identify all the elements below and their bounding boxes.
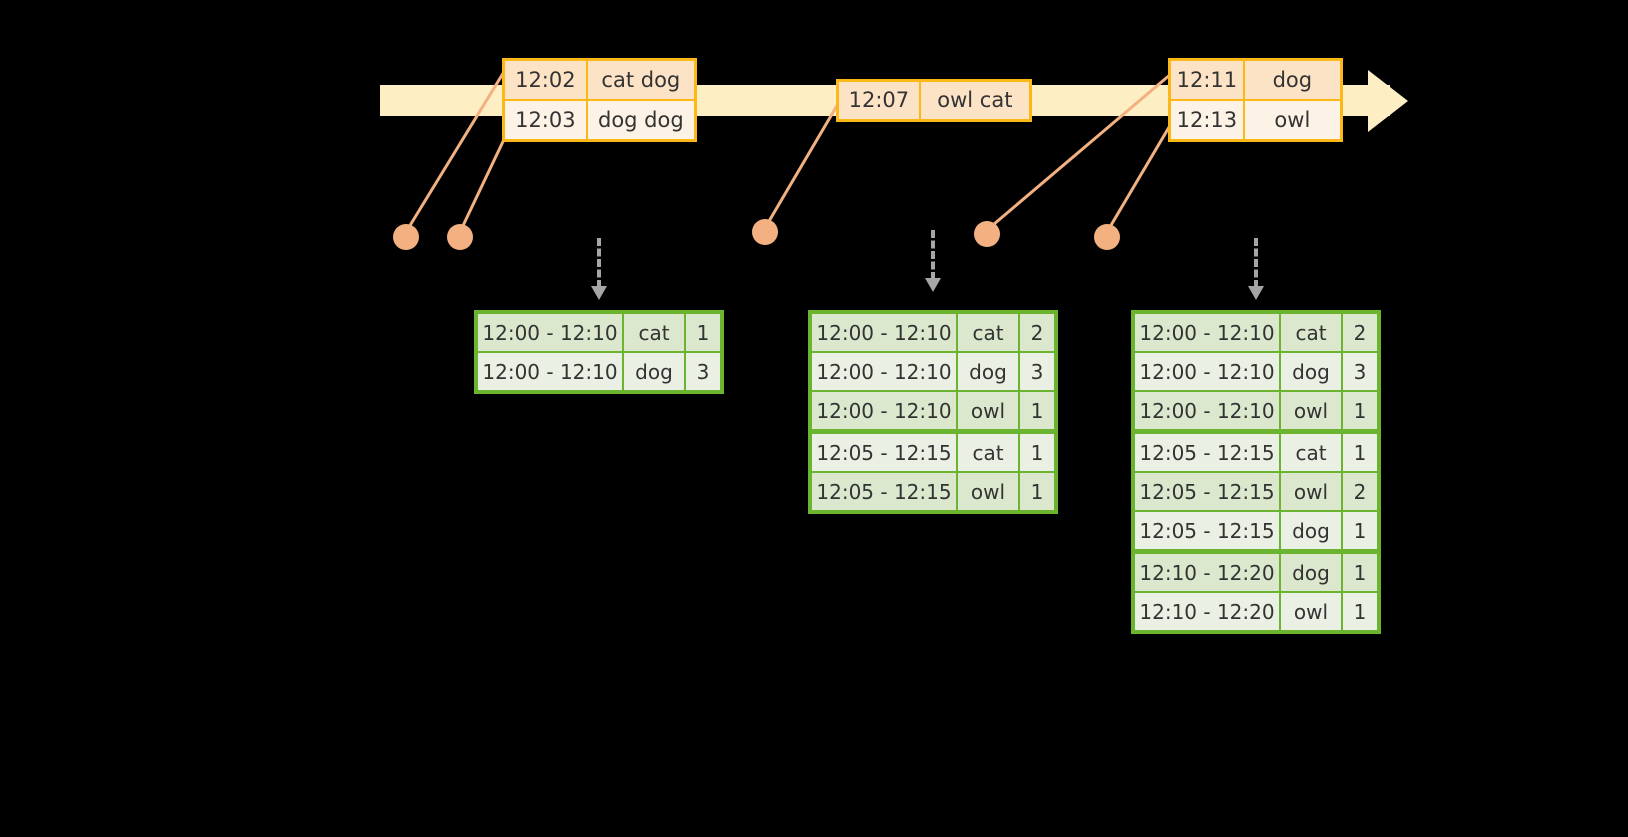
event-time: 12:03 [505, 101, 588, 139]
arrow-stem [1254, 238, 1258, 288]
event-box-3[interactable]: 12:11 dog 12:13 owl [1168, 58, 1343, 142]
window-cell: 12:00 - 12:10 [1135, 314, 1279, 351]
window-cell: 12:05 - 12:15 [1135, 473, 1279, 510]
window-cell: 12:00 - 12:10 [812, 314, 956, 351]
count-cell: 1 [1341, 512, 1377, 549]
key-cell: cat [1279, 314, 1341, 351]
window-cell: 12:00 - 12:10 [478, 314, 622, 351]
table-row: 12:00 - 12:10 dog 3 [1135, 351, 1377, 390]
key-cell: owl [1279, 392, 1341, 429]
key-cell: dog [622, 353, 684, 390]
table-row: 12:00 - 12:10 cat 2 [812, 314, 1054, 351]
key-cell: cat [956, 314, 1018, 351]
key-cell: owl [1279, 593, 1341, 630]
window-cell: 12:05 - 12:15 [1135, 434, 1279, 471]
key-cell: dog [1279, 512, 1341, 549]
connector-dot-4 [974, 221, 1000, 247]
window-cell: 12:00 - 12:10 [812, 353, 956, 390]
event-value: owl cat [920, 82, 1029, 119]
table-row: 12:00 - 12:10 owl 1 [1135, 390, 1377, 429]
connector-dot-5 [1094, 224, 1120, 250]
event-value: owl [1244, 101, 1340, 139]
count-cell: 3 [1018, 353, 1054, 390]
table-row: 12:05 - 12:15 cat 1 [1135, 429, 1377, 471]
arrow-head-icon [591, 286, 607, 300]
table-row: 12:05 - 12:15 cat 1 [812, 429, 1054, 471]
count-cell: 3 [1341, 353, 1377, 390]
key-cell: owl [956, 392, 1018, 429]
key-cell: owl [956, 473, 1018, 510]
arrow-stem [597, 238, 601, 288]
window-cell: 12:00 - 12:10 [1135, 353, 1279, 390]
window-cell: 12:05 - 12:15 [812, 434, 956, 471]
event-row: 12:13 owl [1171, 99, 1340, 139]
table-row: 12:00 - 12:10 dog 3 [478, 351, 720, 390]
window-cell: 12:00 - 12:10 [478, 353, 622, 390]
timeline-arrow-head-icon [1368, 70, 1408, 132]
key-cell: owl [1279, 473, 1341, 510]
key-cell: dog [1279, 353, 1341, 390]
count-cell: 1 [1341, 434, 1377, 471]
window-cell: 12:00 - 12:10 [1135, 392, 1279, 429]
table-row: 12:10 - 12:20 dog 1 [1135, 549, 1377, 591]
key-cell: cat [622, 314, 684, 351]
count-cell: 3 [684, 353, 720, 390]
arrow-stem [931, 230, 935, 280]
event-row: 12:07 owl cat [839, 82, 1029, 119]
table-row: 12:00 - 12:10 dog 3 [812, 351, 1054, 390]
result-table-1[interactable]: 12:00 - 12:10 cat 1 12:00 - 12:10 dog 3 [474, 310, 724, 394]
count-cell: 2 [1018, 314, 1054, 351]
count-cell: 1 [1341, 392, 1377, 429]
event-box-2[interactable]: 12:07 owl cat [836, 79, 1032, 122]
count-cell: 2 [1341, 473, 1377, 510]
key-cell: cat [1279, 434, 1341, 471]
key-cell: dog [1279, 554, 1341, 591]
arrow-head-icon [925, 278, 941, 292]
window-cell: 12:05 - 12:15 [1135, 512, 1279, 549]
count-cell: 2 [1341, 314, 1377, 351]
arrow-head-icon [1248, 286, 1264, 300]
count-cell: 1 [1018, 473, 1054, 510]
event-value: dog dog [587, 101, 694, 139]
event-time: 12:07 [839, 82, 921, 119]
result-table-3[interactable]: 12:00 - 12:10 cat 2 12:00 - 12:10 dog 3 … [1131, 310, 1381, 634]
connector-dot-2 [447, 224, 473, 250]
table-row: 12:00 - 12:10 cat 1 [478, 314, 720, 351]
window-cell: 12:10 - 12:20 [1135, 554, 1279, 591]
event-value: dog [1244, 61, 1340, 99]
event-time: 12:02 [505, 61, 588, 99]
table-row: 12:10 - 12:20 owl 1 [1135, 591, 1377, 630]
event-value: cat dog [587, 61, 694, 99]
count-cell: 1 [1018, 392, 1054, 429]
event-row: 12:11 dog [1171, 61, 1340, 99]
window-cell: 12:05 - 12:15 [812, 473, 956, 510]
connector-dot-3 [752, 219, 778, 245]
event-time: 12:13 [1171, 101, 1245, 139]
connector-dot-1 [393, 224, 419, 250]
event-box-1[interactable]: 12:02 cat dog 12:03 dog dog [502, 58, 697, 142]
key-cell: dog [956, 353, 1018, 390]
table-row: 12:00 - 12:10 cat 2 [1135, 314, 1377, 351]
count-cell: 1 [1018, 434, 1054, 471]
table-row: 12:00 - 12:10 owl 1 [812, 390, 1054, 429]
event-row: 12:02 cat dog [505, 61, 694, 99]
result-table-2[interactable]: 12:00 - 12:10 cat 2 12:00 - 12:10 dog 3 … [808, 310, 1058, 514]
count-cell: 1 [684, 314, 720, 351]
window-cell: 12:00 - 12:10 [812, 392, 956, 429]
count-cell: 1 [1341, 593, 1377, 630]
table-row: 12:05 - 12:15 dog 1 [1135, 510, 1377, 549]
event-time: 12:11 [1171, 61, 1245, 99]
window-cell: 12:10 - 12:20 [1135, 593, 1279, 630]
count-cell: 1 [1341, 554, 1377, 591]
key-cell: cat [956, 434, 1018, 471]
table-row: 12:05 - 12:15 owl 1 [812, 471, 1054, 510]
event-row: 12:03 dog dog [505, 99, 694, 139]
table-row: 12:05 - 12:15 owl 2 [1135, 471, 1377, 510]
